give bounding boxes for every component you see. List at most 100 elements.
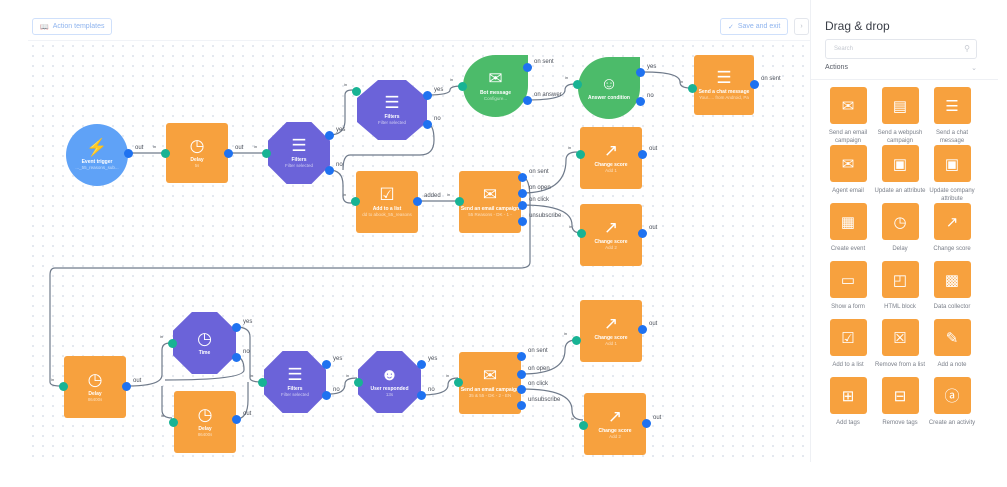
action-tile[interactable]: ▦Create event bbox=[822, 203, 874, 253]
input-port[interactable] bbox=[455, 197, 464, 206]
output-port[interactable] bbox=[518, 201, 527, 210]
output-port[interactable] bbox=[636, 68, 645, 77]
search-input[interactable]: Search ⚲ bbox=[825, 39, 977, 59]
input-port[interactable] bbox=[454, 378, 463, 387]
input-port[interactable] bbox=[59, 382, 68, 391]
output-port[interactable] bbox=[518, 217, 527, 226]
output-port[interactable] bbox=[642, 419, 651, 428]
output-port[interactable] bbox=[413, 197, 422, 206]
input-port[interactable] bbox=[161, 149, 170, 158]
output-port[interactable] bbox=[638, 150, 647, 159]
save-and-exit-button[interactable]: ✓ Save and exit bbox=[720, 18, 789, 35]
action-tile[interactable]: ↗Change score bbox=[926, 203, 978, 253]
output-port[interactable] bbox=[518, 189, 527, 198]
output-port[interactable] bbox=[232, 353, 241, 362]
output-port[interactable] bbox=[523, 63, 532, 72]
input-port[interactable] bbox=[572, 336, 581, 345]
input-port[interactable] bbox=[258, 378, 267, 387]
action-tile[interactable]: ☰Send a chat message bbox=[926, 87, 978, 145]
node-subtitle: Filter selected bbox=[284, 163, 313, 168]
action-tile[interactable]: ▣Update an attribute bbox=[874, 145, 926, 195]
port-label: in bbox=[346, 373, 350, 378]
output-port[interactable] bbox=[423, 120, 432, 129]
action-tile[interactable]: ▤Send a webpush campaign bbox=[874, 87, 926, 145]
output-port[interactable] bbox=[517, 385, 526, 394]
input-port[interactable] bbox=[688, 84, 697, 93]
action-tile[interactable]: ☑Add to a list bbox=[822, 319, 874, 369]
output-port[interactable] bbox=[224, 149, 233, 158]
input-port[interactable] bbox=[579, 421, 588, 430]
change-score-icon: ↗ bbox=[603, 218, 619, 237]
action-tile[interactable]: ☒Remove from a list bbox=[874, 319, 926, 369]
collapse-panel-button[interactable]: › bbox=[794, 18, 809, 35]
input-port[interactable] bbox=[354, 378, 363, 387]
output-port[interactable] bbox=[322, 360, 331, 369]
input-port[interactable] bbox=[458, 82, 467, 91]
input-port[interactable] bbox=[168, 339, 177, 348]
input-port[interactable] bbox=[169, 418, 178, 427]
output-port[interactable] bbox=[122, 382, 131, 391]
output-port[interactable] bbox=[232, 415, 241, 424]
output-port[interactable] bbox=[636, 97, 645, 106]
action-tile[interactable]: ▩Data collector bbox=[926, 261, 978, 311]
output-port[interactable] bbox=[325, 131, 334, 140]
output-port[interactable] bbox=[638, 325, 647, 334]
actions-section-header[interactable]: Actions ⌄ bbox=[825, 64, 977, 72]
action-templates-button[interactable]: 📖 Action templates bbox=[32, 18, 113, 35]
output-port[interactable] bbox=[638, 229, 647, 238]
action-tile[interactable]: ✉Agent email bbox=[822, 145, 874, 195]
divider bbox=[811, 79, 998, 80]
output-port[interactable] bbox=[322, 391, 331, 400]
port-label: out bbox=[649, 225, 658, 231]
flow-node-time[interactable]: ◷Time bbox=[173, 312, 236, 374]
output-port[interactable] bbox=[232, 323, 241, 332]
node-title: Add to a list bbox=[372, 206, 402, 212]
input-port[interactable] bbox=[262, 149, 271, 158]
output-port[interactable] bbox=[517, 401, 526, 410]
output-port[interactable] bbox=[523, 96, 532, 105]
action-tile[interactable]: ▣Update company attribute bbox=[926, 145, 978, 203]
port-label: yes bbox=[434, 87, 444, 93]
action-tile[interactable]: ◷Delay bbox=[874, 203, 926, 253]
input-port[interactable] bbox=[576, 150, 585, 159]
input-port[interactable] bbox=[577, 229, 586, 238]
action-tile[interactable]: ✎Add a note bbox=[926, 319, 978, 369]
action-tile-label: Change score bbox=[933, 246, 971, 252]
output-port[interactable] bbox=[750, 80, 759, 89]
input-port[interactable] bbox=[351, 197, 360, 206]
flow-node-answer[interactable]: ☺Answer condition bbox=[578, 57, 640, 119]
input-port[interactable] bbox=[352, 87, 361, 96]
action-tile[interactable]: ✉Send an email campaign bbox=[822, 87, 874, 145]
output-port[interactable] bbox=[124, 149, 133, 158]
output-port[interactable] bbox=[423, 91, 432, 100]
output-port[interactable] bbox=[517, 352, 526, 361]
output-port[interactable] bbox=[517, 370, 526, 379]
output-port[interactable] bbox=[417, 360, 426, 369]
input-port[interactable] bbox=[573, 80, 582, 89]
output-port[interactable] bbox=[417, 391, 426, 400]
action-tile[interactable]: ▭Show a form bbox=[822, 261, 874, 311]
output-port[interactable] bbox=[518, 173, 527, 182]
action-tile[interactable]: ◰HTML block bbox=[874, 261, 926, 311]
action-tile[interactable]: ⊟Remove tags bbox=[874, 377, 926, 427]
flow-node-trigger[interactable]: ⚡Event trigger..._55_reasons_sub... bbox=[66, 124, 128, 186]
action-tile[interactable]: ⊞Add tags bbox=[822, 377, 874, 427]
output-port[interactable] bbox=[325, 166, 334, 175]
